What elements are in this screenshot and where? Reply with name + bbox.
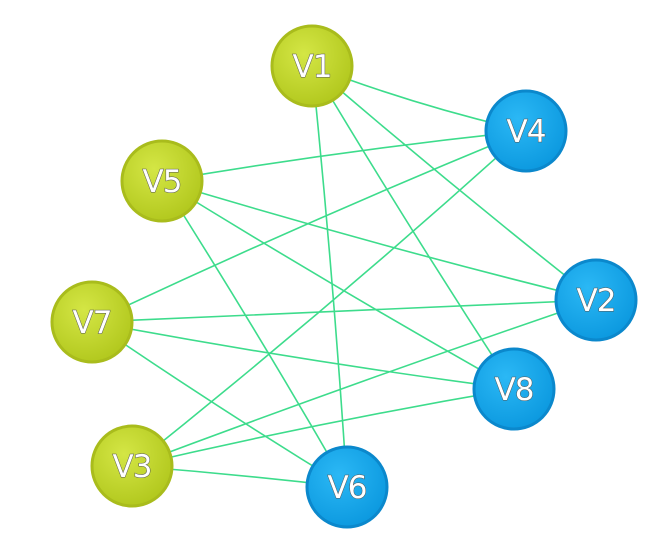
edge-v5-v4 bbox=[161, 130, 527, 182]
edge-v7-v2 bbox=[91, 299, 597, 323]
node-circle-v5 bbox=[120, 139, 204, 223]
node-label-v3: V3 bbox=[113, 449, 152, 485]
node-v8: V8 bbox=[472, 347, 556, 431]
node-circle-v4 bbox=[484, 89, 568, 173]
node-circle-v2 bbox=[554, 258, 638, 342]
edge-v7-v4 bbox=[91, 130, 527, 323]
edge-v1-v2 bbox=[311, 65, 597, 301]
node-v3: V3 bbox=[90, 424, 174, 508]
edge-v5-v2 bbox=[161, 180, 597, 301]
node-label-v7: V7 bbox=[73, 305, 112, 341]
node-label-v5: V5 bbox=[143, 164, 182, 200]
node-circle-v1 bbox=[270, 24, 354, 108]
node-label-v8: V8 bbox=[495, 372, 534, 408]
node-label-v2: V2 bbox=[577, 283, 616, 319]
node-circle-v6 bbox=[305, 445, 389, 529]
edge-v3-v4 bbox=[131, 130, 527, 467]
edge-v3-v8 bbox=[131, 388, 515, 467]
node-v2: V2 bbox=[554, 258, 638, 342]
node-v7: V7 bbox=[50, 280, 134, 364]
node-v6: V6 bbox=[305, 445, 389, 529]
edge-v1-v6 bbox=[311, 65, 348, 488]
node-label-v4: V4 bbox=[507, 114, 546, 150]
edge-v3-v2 bbox=[131, 299, 597, 467]
edge-v5-v8 bbox=[161, 180, 515, 390]
edge-v5-v6 bbox=[161, 180, 348, 488]
edge-v7-v8 bbox=[91, 321, 515, 390]
node-v5: V5 bbox=[120, 139, 204, 223]
node-v4: V4 bbox=[484, 89, 568, 173]
edge-v1-v8 bbox=[311, 65, 515, 390]
node-circle-v8 bbox=[472, 347, 556, 431]
node-label-v6: V6 bbox=[328, 470, 367, 506]
node-circle-v3 bbox=[90, 424, 174, 508]
node-circle-v7 bbox=[50, 280, 134, 364]
node-label-v1: V1 bbox=[293, 49, 332, 85]
node-v1: V1 bbox=[270, 24, 354, 108]
